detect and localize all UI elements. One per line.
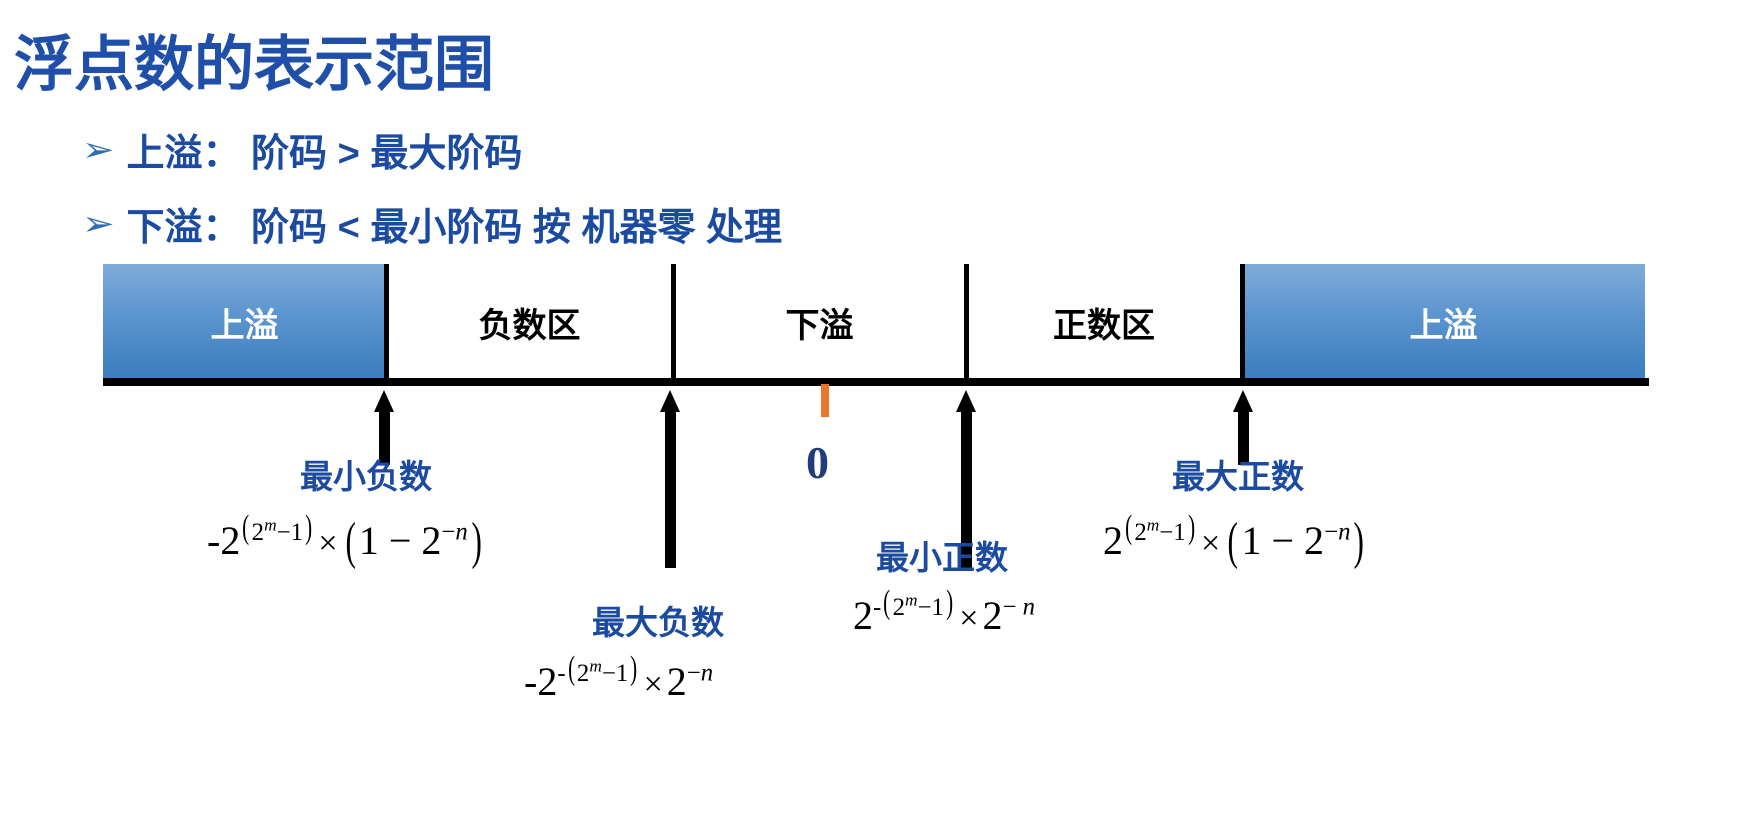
label-min-positive: 最小正数 <box>876 539 1008 576</box>
bullet-arrow-icon: ➢ <box>81 203 115 244</box>
number-line-band: 上溢 负数区 下溢 正数区 上溢 <box>103 264 1645 384</box>
region-divider <box>964 264 969 384</box>
region-positive-zone: 正数区 <box>1053 307 1155 345</box>
number-line-axis <box>103 378 1649 386</box>
label-max-negative: 最大负数 <box>592 604 724 641</box>
region-underflow: 下溢 <box>785 307 854 345</box>
formula-min-positive: 2-(2m−1)×2− n <box>853 583 1036 638</box>
formula-max-positive: 2(2m−1)×(1 − 2−n) <box>1103 508 1365 570</box>
zero-label: 0 <box>806 437 829 488</box>
bullet-text: 下溢： 阶码 < 最小阶码 按 机器零 处理 <box>126 207 783 249</box>
bullet-arrow-icon: ➢ <box>81 129 115 170</box>
arrow-min-positive-icon <box>956 390 976 570</box>
region-negative-zone: 负数区 <box>478 307 581 345</box>
label-min-negative: 最小负数 <box>300 458 432 495</box>
bullet-item-overflow: ➢ 上溢： 阶码 > 最大阶码 <box>81 122 523 177</box>
zero-tick-icon <box>821 384 829 417</box>
label-max-positive: 最大正数 <box>1172 458 1304 495</box>
region-divider <box>384 264 389 384</box>
arrow-max-positive-icon <box>1233 390 1253 465</box>
formula-max-negative: -2-(2m−1)×2−n <box>524 649 714 704</box>
arrow-max-negative-icon <box>660 390 680 568</box>
page-title: 浮点数的表示范围 <box>14 31 494 98</box>
bullet-item-underflow: ➢ 下溢： 阶码 < 最小阶码 按 机器零 处理 <box>81 196 783 251</box>
region-divider <box>671 264 676 384</box>
region-divider <box>1240 264 1245 384</box>
bullet-text: 上溢： 阶码 > 最大阶码 <box>126 133 523 175</box>
arrow-min-negative-icon <box>374 390 394 465</box>
region-overflow-right: 上溢 <box>1242 264 1645 381</box>
region-overflow-left: 上溢 <box>103 264 386 381</box>
formula-min-negative: -2(2m−1)×(1 − 2−n) <box>207 508 482 570</box>
